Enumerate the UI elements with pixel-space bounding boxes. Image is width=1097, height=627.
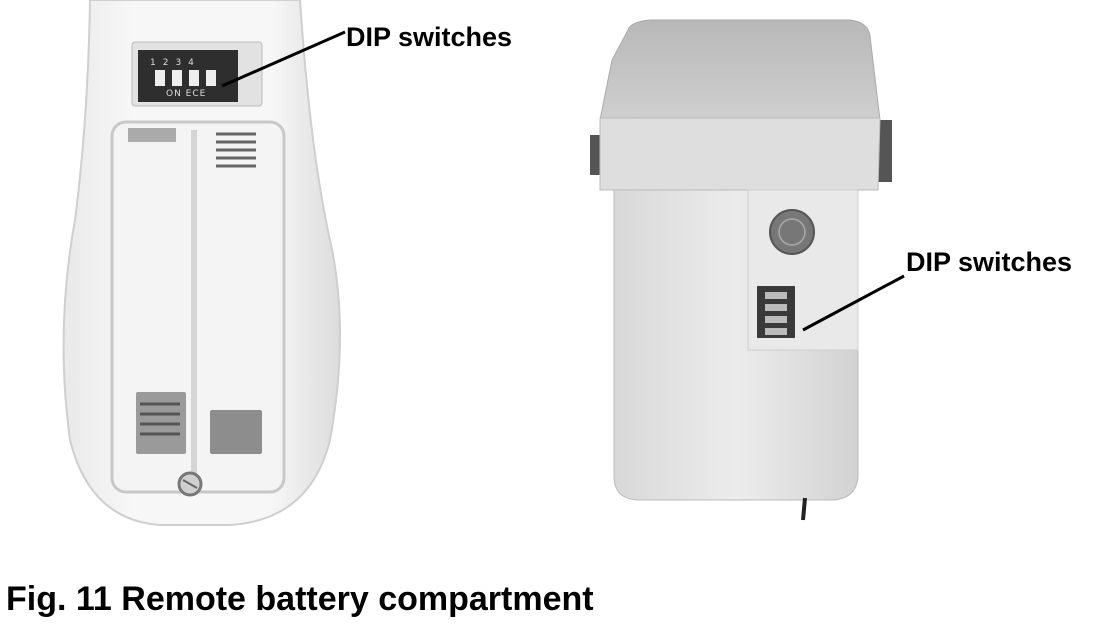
figure-caption: Fig. 11 Remote battery compartment (6, 580, 594, 618)
receiver-dip-3 (765, 316, 787, 323)
terminal-bottom-right (210, 410, 262, 454)
remote-dip-callout: DIP switches (346, 22, 513, 52)
receiver-upper-body (599, 117, 881, 191)
terminal-top-left (128, 128, 176, 142)
remote-switch-digits: 1234 (150, 58, 201, 68)
receiver-unit (590, 19, 892, 521)
receiver-dip-2 (765, 304, 787, 311)
remote-dip-block (138, 50, 238, 102)
dip-switch-1 (155, 70, 165, 86)
receiver-dip-4 (765, 328, 787, 335)
receiver-button (769, 209, 815, 255)
callout-leader-left (221, 30, 346, 88)
figure-photos: 1234 ON ECE DIP switches DIP switches (62, 0, 1073, 526)
dip-switch-3 (189, 70, 199, 86)
receiver-wire (801, 497, 807, 521)
photo-illustration (62, 0, 905, 526)
receiver-dip-callout: DIP switches (906, 247, 1073, 277)
remote-control (62, 0, 341, 526)
receiver-cap (599, 19, 881, 121)
remote-switch-marking: ON ECE (166, 89, 207, 99)
dip-switch-2 (172, 70, 182, 86)
callout-leader-right (802, 274, 905, 332)
dip-switch-4 (206, 70, 216, 86)
receiver-dip-1 (765, 292, 787, 299)
spring-top-right (216, 132, 256, 168)
spring-bottom-left (140, 402, 180, 436)
